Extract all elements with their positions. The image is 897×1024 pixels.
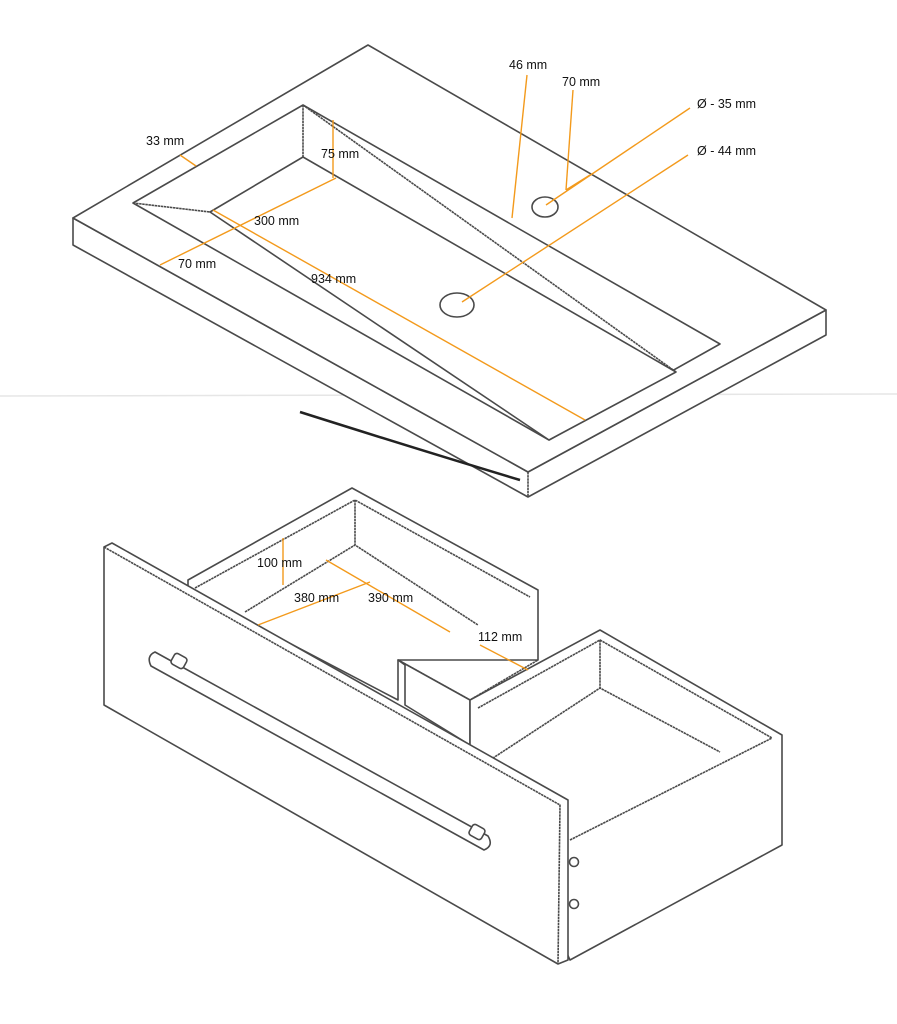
basin-wall-edge [302, 104, 677, 373]
drawer-left-rim-inner [194, 499, 531, 598]
label-basin-depth: 75 mm [321, 147, 359, 161]
label-tap-back: 70 mm [562, 75, 600, 89]
basin-side-edge [132, 202, 211, 213]
drawer-right-floor [489, 687, 721, 761]
drawer-labels: 100 mm 380 mm 390 mm 112 mm [257, 556, 522, 644]
label-drawer-height: 100 mm [257, 556, 302, 570]
drawer-right-side-top [569, 737, 773, 841]
label-drain-hole: Ø - 44 mm [697, 144, 756, 158]
drawer-handle[interactable] [148, 651, 492, 851]
label-drawer-width: 380 mm [294, 591, 339, 605]
drawer-step-block [397, 659, 471, 746]
label-drawer-depth: 390 mm [368, 591, 413, 605]
label-drawer-step: 112 mm [478, 630, 522, 644]
sink-shadow [299, 410, 521, 482]
screw-icon [568, 898, 580, 910]
label-tap-offset: 46 mm [509, 58, 547, 72]
label-basin-width: 300 mm [254, 214, 299, 228]
label-front-rim: 70 mm [178, 257, 216, 271]
screw-icon [568, 856, 580, 868]
drawer-front-edge [103, 546, 561, 965]
label-tap-hole: Ø - 35 mm [697, 97, 756, 111]
drawer-left-floor [244, 544, 479, 626]
sink-labels: 33 mm 75 mm 300 mm 70 mm 934 mm 46 mm 70… [146, 58, 756, 286]
drawer-dimension-lines [257, 538, 529, 671]
sink-dimension-lines [159, 74, 691, 421]
washbasin [72, 44, 827, 498]
label-rim-width: 33 mm [146, 134, 184, 148]
label-basin-length: 934 mm [311, 272, 356, 286]
drawer [103, 487, 783, 965]
drain-hole [439, 292, 475, 318]
